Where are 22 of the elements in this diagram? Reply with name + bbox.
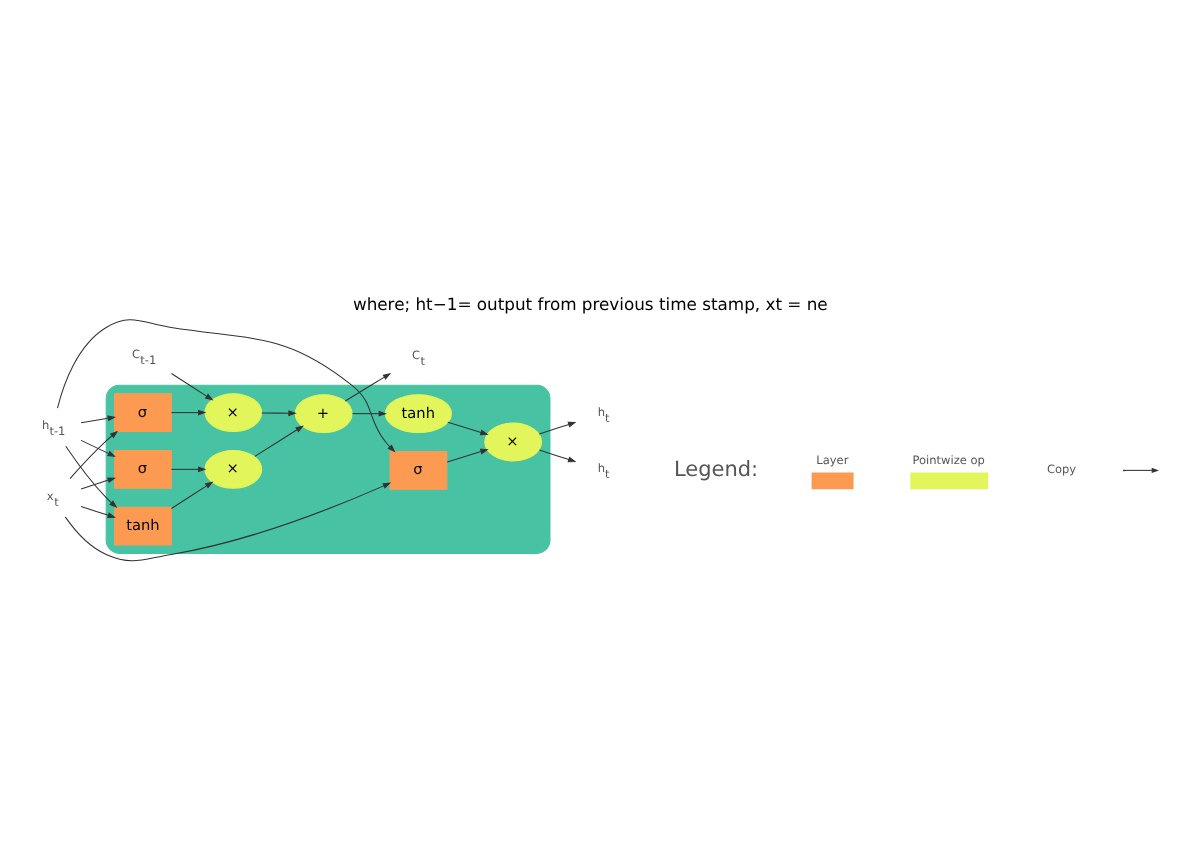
arrow	[80, 415, 117, 424]
arrow	[352, 410, 387, 417]
arrow	[170, 409, 207, 416]
arrow	[56, 319, 396, 453]
arrow	[170, 373, 214, 401]
arrow	[69, 430, 119, 480]
arrow	[447, 421, 489, 436]
arrow	[261, 410, 297, 417]
arrow	[170, 466, 207, 473]
arrow	[170, 481, 214, 509]
arrow	[80, 506, 116, 518]
arrow	[80, 439, 116, 457]
arrow	[64, 482, 392, 562]
arrow	[80, 477, 116, 490]
arrow	[538, 449, 577, 463]
arrow	[538, 421, 577, 435]
arrow	[254, 425, 304, 457]
arrow	[65, 445, 118, 509]
arrow	[446, 448, 489, 463]
diagram-title: where; ht−1= output from previous time stamp, xt = ne	[352, 293, 828, 314]
arrow	[344, 372, 392, 402]
label: Legend:	[673, 457, 759, 482]
